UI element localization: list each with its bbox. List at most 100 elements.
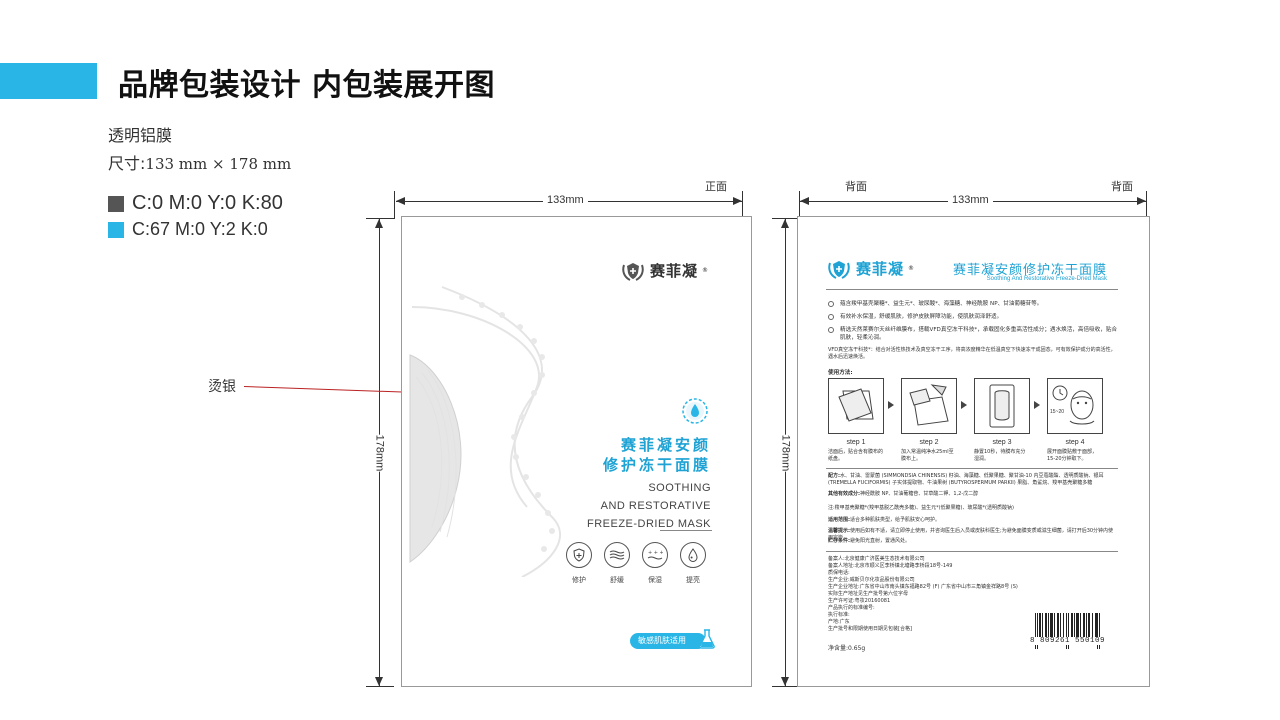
arrow-down-icon [781,677,789,686]
company-line: 生产企业:威斯贝尔化妆品股份有限公司 [828,577,915,583]
brand-laurel-icon [622,263,644,281]
other-ingredients: 其他有效成分:神经酰胺 NP、甘油葡糖苷、甘草酸二钾、1,2-戊二醇 [828,491,1118,498]
svg-text:+ + +: + + + [648,550,663,556]
company-line: 实际生产地址见生产批号第六位字母 [828,591,909,597]
droplets-icon: + + + [642,542,668,568]
color-spec-row: C:0 M:0 Y:0 K:80 [108,192,283,215]
company-line: 质保电话: [828,570,850,576]
sensitive-skin-badge: 敏感肌肤适用 [630,633,706,649]
step-name: step 1 [846,439,866,446]
warning: 温馨提示:使用后如有不适，请立即停止使用，并咨询医生后入员或皮肤科医生;为避免面… [828,528,1118,542]
bullet-text: 精选天然莱赛尔天丝纤维膜布，搭载VFD真空冻干科技*，承载固化多重高活性成分；遇… [840,327,1118,341]
storage: 贮存条件:避免阳光直射，置通风处。 [828,538,1118,545]
ingredients-label: 配方: [828,473,840,479]
step-desc: 加入常温纯净水25ml至膜布上。 [901,449,954,462]
company-line: 产品执行的标准编号: [828,605,875,611]
other-text: 神经酰胺 NP、甘油葡糖苷、甘草酸二钾、1,2-戊二醇 [860,491,979,497]
suitable-text: 适合多种肌肤类型，给予肌肤安心呵护。 [850,517,941,523]
feature-item: 舒缓 [602,542,632,585]
back-product-subtitle: Soothing And Restorative Freeze-Dried Ma… [986,276,1107,282]
front-brand: 赛菲凝® [620,257,708,283]
company-line: 备案人地址:北京市顺义区李桥镇北塘路李桥段18号-149 [828,563,953,569]
step-desc: 洁面后，贴合含有膜布的纸盘。 [828,449,884,462]
barcode-graphic [1035,613,1100,649]
step-name: step 3 [992,439,1012,446]
arrow-left-icon [396,197,405,205]
company-line: 产地:广东 [828,619,850,625]
flask-icon [699,629,715,649]
dim-tick [394,191,395,219]
front-brand-name: 赛菲凝 [650,261,699,280]
feature-label: 修护 [572,576,586,584]
feature-item: 修护 [564,542,594,585]
waves-icon [604,542,630,568]
back-brand-name: 赛菲凝 [856,259,905,278]
step-4-timer: 15~20 [1050,409,1065,415]
dim-tick [772,686,800,687]
vfd-note: VFD真空冻干科技*：结合对活性热技术及真空冻干工序，将高浓度精华在低温真空下快… [828,347,1116,360]
arrow-up-icon [781,219,789,228]
company-line: 生产企业地址:广东省中山市南头镇东福路82号 (F) 广东省中山市三角镇金祥路8… [828,584,1018,590]
swatch-blue [108,221,124,238]
feature-item: + + + 保湿 [640,542,670,585]
step-desc: 静置10秒，待膜布充分湿润。 [974,449,1026,462]
back-side-label-right: 背面 [1111,180,1133,193]
back-product-title: 赛菲凝安颜修护冻干面膜 [952,263,1107,278]
step-4-illustration: 15~20 [1047,378,1103,434]
registered-mark: ® [908,264,915,272]
material-label: 透明铝膜 [108,126,173,145]
drop-icon [680,542,706,568]
step-1-illustration [828,378,884,434]
feature-icons: 修护 舒缓 + + + 保湿 提亮 [564,542,708,585]
step-arrow-icon [1034,401,1040,409]
company-line: 生产许可证:粤妆20160081 [828,598,891,604]
arrow-left-icon [800,197,809,205]
front-width-label: 133mm [543,194,588,206]
benefit-bullet: 有效补水保湿，舒缓肌肤，修护皮肤屏障功能，使肌肤润泽舒适。 [828,313,1118,321]
front-en-line3: FREEZE-DRIED MASK [586,518,711,530]
front-product-title: 赛菲凝安颜 修护冻干面膜 [603,435,711,475]
back-panel: 赛菲凝® 赛菲凝安颜修护冻干面膜 Soothing And Restorativ… [797,216,1150,687]
company-line: 备案人:北京健康广济医美生态技术有限公司 [828,556,925,562]
storage-text: 避免阳光直射，置通风处。 [850,538,911,544]
bullet-dot [828,327,834,333]
storage-label: 贮存条件: [828,538,850,544]
page-title: 品牌包装设计 内包装展开图 [118,68,495,103]
arrow-up-icon [375,219,383,228]
dim-tick [366,686,394,687]
color-spec-row: C:67 M:0 Y:2 K:0 [108,219,268,240]
back-divider [826,551,1118,552]
suitable-range: 适用范围:适合多种肌肤类型，给予肌肤安心呵护。 [828,517,1118,524]
barcode-number: 8 809261 550109 [1030,637,1106,645]
step-name: step 4 [1065,439,1085,446]
water-drop-seal-icon [682,398,708,424]
step-3-illustration [974,378,1030,434]
ingredient-note: 注:羧甲基壳聚糖*(羧甲基脱乙酰壳多糖)、益生元*(低聚果糖)、玻尿酸*(透明质… [828,505,1014,511]
color-spec-blue: C:67 M:0 Y:2 K:0 [132,219,268,239]
dim-tick [799,191,800,219]
back-width-label: 133mm [948,194,993,206]
callout-leader-line [243,386,416,394]
company-line: 执行标准: [828,612,850,618]
arrow-right-icon [733,197,742,205]
other-label: 其他有效成分: [828,491,861,497]
step-desc: 展开面膜贴敷于面部，15-20分钟取下。 [1047,449,1098,462]
registered-mark: ® [702,266,709,274]
bullet-dot [828,314,834,320]
dim-tick [772,218,800,219]
front-divider [660,530,712,531]
step-2-illustration [901,378,957,434]
bullet-text: 蕴含羧甲基壳聚糖*、益生元*、玻尿酸*、海藻糖、神经酰胺 NP、甘油葡糖苷等。 [840,301,1043,307]
front-panel: 赛菲凝® 赛菲凝安颜 修护冻干面膜 SOOTHING AND RESTORATI… [401,216,752,687]
size-value: 133 mm × 178 mm [145,155,292,173]
back-height-label: 178mm [776,434,795,472]
front-side-label: 正面 [705,180,727,193]
benefit-bullet: 精选天然莱赛尔天丝纤维膜布，搭载VFD真空冻干科技*，承载固化多重高活性成分；遇… [828,326,1118,342]
back-brand: 赛菲凝® [826,255,914,281]
color-spec-gray: C:0 M:0 Y:0 K:80 [132,192,283,214]
arrow-down-icon [375,677,383,686]
arrow-right-icon [1137,197,1146,205]
shield-plus-icon [566,542,592,568]
warning-text: 使用后如有不适，请立即停止使用，并咨询医生后入员或皮肤科医生;为避免面膜变质或滋… [828,528,1114,541]
accent-bar [0,63,97,99]
